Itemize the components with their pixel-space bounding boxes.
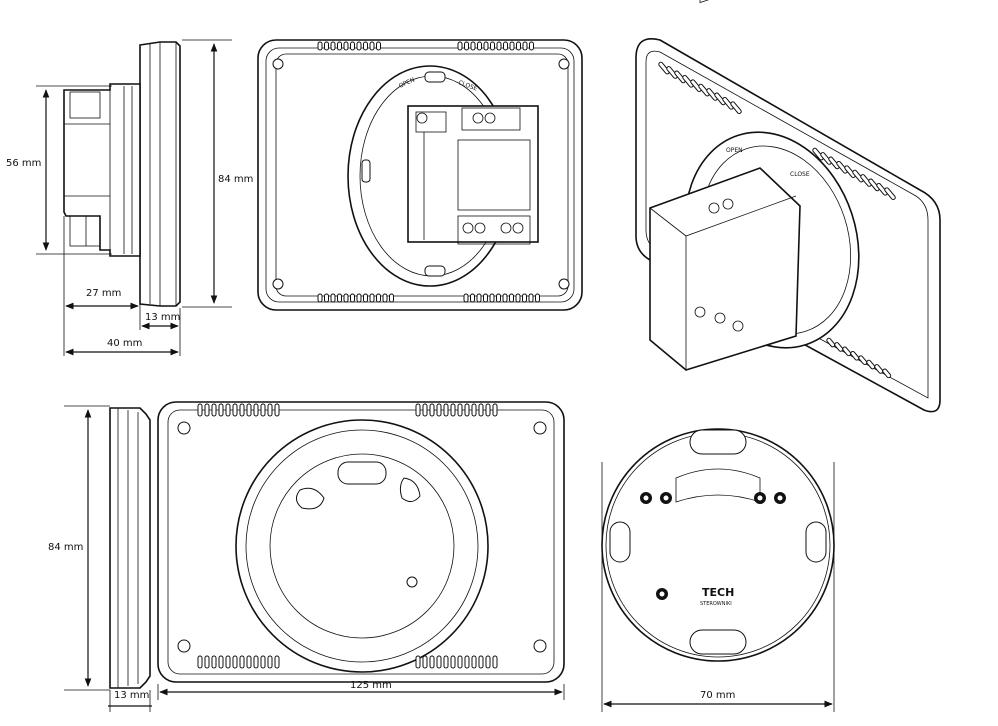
screw-icon	[272, 278, 284, 290]
vent-slots	[415, 403, 498, 417]
screw-icon	[558, 58, 570, 70]
dim-front-depth: 13 mm	[114, 690, 149, 701]
side-view-top: 56 mm 84 mm 27 mm 13 mm 40 mm	[6, 39, 253, 356]
screw-icon	[272, 58, 284, 70]
dim-front-height: 84 mm	[48, 542, 83, 553]
label-open-3d: OPEN	[726, 147, 743, 154]
screw-icon	[177, 421, 191, 435]
screw-icon	[533, 639, 547, 653]
vent-slots	[463, 293, 540, 303]
dim-side-depth-body: 27 mm	[86, 288, 121, 299]
screw-icon	[177, 639, 191, 653]
front-view: 125 mm	[157, 401, 565, 700]
perspective-view: OPEN CLOSE	[635, 0, 941, 413]
back-view: OPEN CLOSE	[257, 39, 583, 311]
dim-side-height: 56 mm	[6, 158, 41, 169]
mounting-plate: TECH STEROWNIKI 70 mm	[601, 428, 835, 712]
screw-icon	[558, 278, 570, 290]
vent-slots	[457, 41, 534, 51]
vent-slots	[317, 293, 394, 303]
brand-logo: TECH	[702, 586, 734, 599]
plate-holes	[640, 492, 786, 600]
vent-slots	[415, 655, 498, 669]
vent-slots	[812, 147, 896, 201]
dim-side-depth-total: 40 mm	[107, 338, 142, 349]
screw-icon	[533, 421, 547, 435]
dim-side-overall-height: 84 mm	[218, 174, 253, 185]
brand-subtitle: STEROWNIKI	[700, 601, 732, 607]
dim-plate-width: 70 mm	[700, 690, 735, 701]
vent-slots	[826, 337, 892, 379]
dim-side-depth-front: 13 mm	[145, 312, 180, 323]
side-view-bottom: 84 mm 13 mm	[48, 405, 152, 712]
vent-slots	[658, 61, 742, 115]
dim-front-width: 125 mm	[350, 680, 392, 691]
vent-slots	[197, 655, 280, 669]
vent-slots	[317, 41, 381, 51]
label-close-3d: CLOSE	[790, 171, 810, 178]
vent-slots	[197, 403, 280, 417]
